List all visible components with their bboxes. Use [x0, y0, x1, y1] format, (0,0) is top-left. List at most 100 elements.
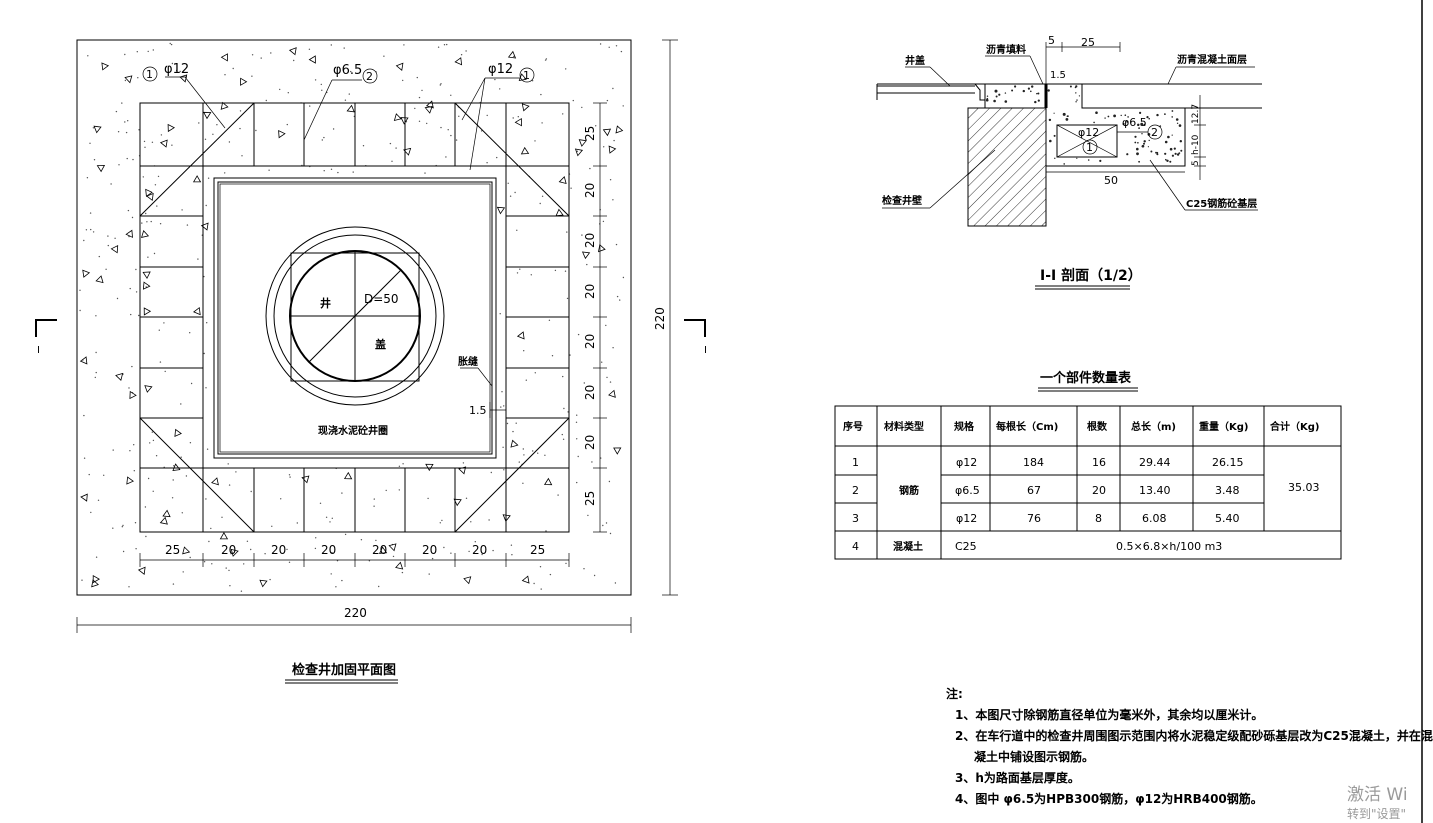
well-wall	[967, 107, 1047, 227]
cell-no-3: 3	[852, 512, 859, 525]
th-weight: 重量（Kg)	[1199, 420, 1248, 433]
section-rebar-no-1: 1	[1086, 141, 1093, 154]
label-cover: 井盖	[905, 54, 925, 67]
cell-spec-3: φ12	[956, 512, 977, 525]
rebar-callout-left-no: 1	[146, 68, 153, 81]
label-base: C25钢筋砼基层	[1186, 197, 1257, 210]
joint-label: 胀缝	[458, 355, 478, 368]
cell-spec-2: φ6.5	[955, 484, 980, 497]
th-material: 材料类型	[884, 420, 924, 433]
th-spec: 规格	[954, 420, 975, 433]
section-dim-1-5: 1.5	[1050, 70, 1066, 81]
plan-view: 井 盖 D=50 现浇水泥砼井圈 胀缝 1.5 1 φ12 φ6.5 2 φ12…	[35, 39, 707, 684]
cell-count-3: 8	[1095, 512, 1102, 525]
note-2a: 2、在车行道中的检查井周围图示范围内将水泥稳定级配砂砾基层改为C25混凝土，并在…	[955, 729, 1433, 743]
right-dim-3: 20	[583, 233, 597, 248]
cell-weight-2: 3.48	[1215, 484, 1240, 497]
cell-weight-1: 26.15	[1212, 456, 1244, 469]
section-mark-right: I	[704, 345, 707, 356]
cell-count-2: 20	[1092, 484, 1106, 497]
right-dim-1: 25	[583, 126, 597, 141]
note-1: 1、本图尺寸除钢筋直径单位为毫米外，其余均以厘米计。	[955, 708, 1264, 722]
notes-head: 注:	[946, 687, 963, 701]
section-dim-50: 50	[1104, 174, 1118, 187]
right-dim-8: 25	[583, 491, 597, 506]
section-dim-5: 5	[1048, 34, 1055, 47]
section-rebar-12: φ12	[1078, 126, 1099, 139]
cell-count-1: 16	[1092, 456, 1106, 469]
ring-label: 现浇水泥砼井圈	[318, 424, 388, 437]
th-no: 序号	[843, 420, 863, 433]
cover-label-1: 井	[320, 296, 331, 310]
bottom-dim-chain	[139, 553, 570, 567]
cell-len-2: 67	[1027, 484, 1041, 497]
section-dim-25: 25	[1081, 36, 1095, 49]
right-dim-6: 20	[583, 385, 597, 400]
plan-title: 检查井加固平面图	[292, 662, 396, 678]
bottom-dim-7: 20	[472, 543, 487, 557]
concrete-stipple	[79, 42, 625, 592]
section-mark-left: I	[37, 345, 40, 356]
bottom-dim-2: 20	[221, 543, 236, 557]
bottom-dim-3: 20	[271, 543, 286, 557]
cell-no-1: 1	[852, 456, 859, 469]
cell-sum: 35.03	[1288, 481, 1320, 494]
cell-spec-4: C25	[955, 540, 977, 553]
overall-width: 220	[344, 606, 367, 620]
cell-material-concrete: 混凝土	[893, 540, 923, 553]
cell-total-2: 13.40	[1139, 484, 1171, 497]
right-dim-4: 20	[583, 284, 597, 299]
right-dim-7: 20	[583, 435, 597, 450]
well-ring-inner	[217, 181, 493, 455]
rebar-callout-right: φ12	[488, 62, 513, 77]
section-stipple	[985, 85, 1183, 165]
right-dim-chain	[593, 102, 607, 533]
bottom-dim-1: 25	[165, 543, 180, 557]
th-unit-length: 每根长（Cm)	[996, 420, 1058, 433]
cell-material-steel: 钢筋	[899, 484, 919, 497]
right-dim-5: 20	[583, 334, 597, 349]
cell-concrete-formula: 0.5×6.8×h/100 m3	[1116, 540, 1222, 553]
bottom-dim-4: 20	[321, 543, 336, 557]
section-rebar-6-5: φ6.5	[1122, 116, 1147, 129]
th-sum: 合计（Kg)	[1269, 420, 1319, 433]
label-asphalt-layer: 沥青混凝土面层	[1177, 53, 1247, 66]
table-title: 一个部件数量表	[1040, 370, 1132, 386]
rebar-callout-mid-no: 2	[366, 70, 373, 83]
right-dim-2: 20	[583, 183, 597, 198]
note-3: 3、h为路面基层厚度。	[955, 771, 1080, 785]
label-asphalt-fill: 沥青填料	[986, 43, 1026, 56]
rebar-callout-mid: φ6.5	[333, 63, 362, 78]
label-well-wall: 检查井壁	[882, 194, 922, 207]
well-ring-innermost	[219, 183, 491, 453]
note-4: 4、图中 φ6.5为HPB300钢筋，φ12为HRB400钢筋。	[955, 792, 1263, 806]
cell-total-1: 29.44	[1139, 456, 1171, 469]
joint-width: 1.5	[469, 404, 487, 417]
bottom-dim-5: 20	[372, 543, 387, 557]
well-ring-outer	[213, 177, 497, 459]
rebar-callout-right-no: 1	[523, 69, 530, 82]
diameter-label: D=50	[364, 292, 399, 306]
plan-outer-boundary	[76, 39, 632, 596]
cell-spec-1: φ12	[956, 456, 977, 469]
cell-weight-3: 5.40	[1215, 512, 1240, 525]
section-rebar-no-2: 2	[1151, 126, 1158, 139]
watermark-line-2: 转到"设置"	[1347, 807, 1407, 821]
notes-block: 注: 1、本图尺寸除钢筋直径单位为毫米外，其余均以厘米计。 2、在车行道中的检查…	[946, 684, 1433, 810]
section-title: I-I 剖面（1/2）	[1040, 267, 1142, 284]
cell-no-4: 4	[852, 540, 859, 553]
section-dim-12-7: 12.7	[1191, 104, 1201, 124]
quantity-table: 一个部件数量表 序号 材料类型 规格 每根长（Cm) 根数 总长（m)	[834, 370, 1342, 560]
section-view: 1 φ12 φ6.5 2 5 25 1.5 50 12.7 h-10 5 井盖 …	[876, 34, 1262, 290]
section-dim-5b: 5	[1191, 160, 1201, 166]
bottom-dim-8: 25	[530, 543, 545, 557]
rebar-grid	[139, 102, 570, 533]
bottom-dim-6: 20	[422, 543, 437, 557]
manhole-cover	[265, 226, 445, 406]
cell-no-2: 2	[852, 484, 859, 497]
th-count: 根数	[1087, 420, 1108, 433]
overall-height: 220	[653, 307, 667, 330]
cell-len-3: 76	[1027, 512, 1041, 525]
th-total-length: 总长（m)	[1131, 420, 1176, 433]
